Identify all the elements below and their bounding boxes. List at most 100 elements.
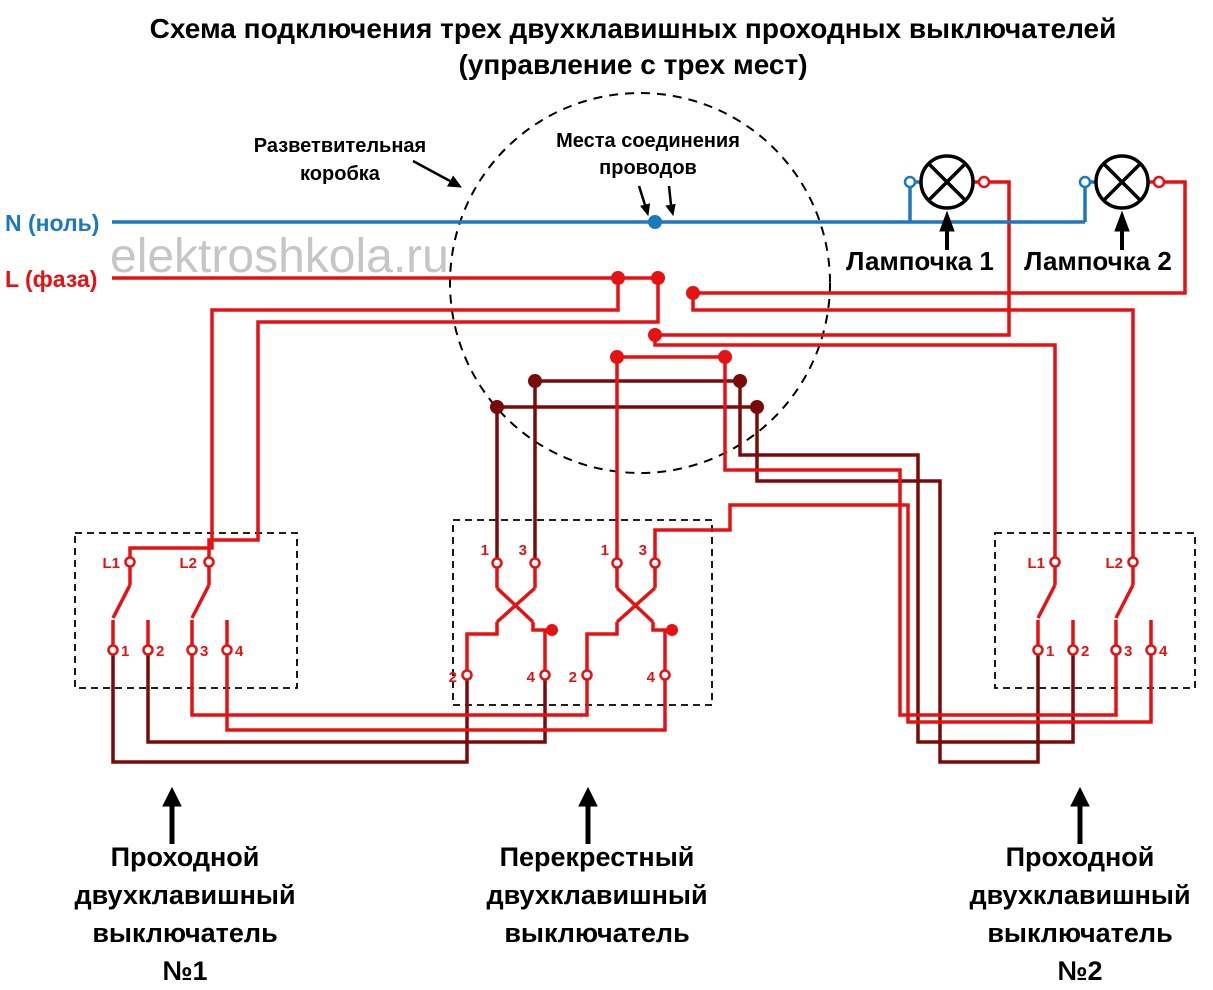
xsA-label-1: 1 bbox=[481, 542, 489, 559]
s1-label-4: 4 bbox=[235, 643, 244, 660]
s2-label-1: 1 bbox=[1046, 643, 1054, 660]
dark-splice-dots bbox=[490, 374, 764, 414]
xsB-terminal-1 bbox=[611, 557, 623, 569]
s2-terminal-1 bbox=[1032, 644, 1044, 656]
wire-s1c2-to-xsA4 bbox=[146, 650, 547, 744]
terminal-labels: L1 L2 1 2 3 4 L1 L2 1 2 3 4 1 3 1 3 2 4 … bbox=[102, 542, 1168, 686]
s1-label-3: 3 bbox=[200, 643, 208, 660]
xsA-junction-dot bbox=[546, 624, 558, 636]
s1-label-L1: L1 bbox=[102, 555, 120, 572]
s1-label-L2: L2 bbox=[179, 555, 197, 572]
s1-terminal-2 bbox=[142, 644, 154, 656]
splice-dot bbox=[718, 350, 732, 364]
xsB-drop-left bbox=[585, 622, 619, 671]
s1-terminal-3 bbox=[186, 644, 198, 656]
xsB-label-1: 1 bbox=[601, 542, 609, 559]
lamp1-neutral-terminal bbox=[903, 175, 917, 189]
lamp1-cross-b bbox=[927, 162, 967, 202]
splice-dot bbox=[610, 350, 624, 364]
s2-label-3: 3 bbox=[1124, 643, 1132, 660]
xsB-label-3: 3 bbox=[639, 542, 647, 559]
splice-dot bbox=[648, 328, 662, 342]
neutral-wire-group bbox=[112, 175, 1096, 224]
annotation-arrows bbox=[162, 159, 1130, 844]
switch2-label-arrow-head bbox=[1070, 786, 1090, 807]
junction-box-arrow-head bbox=[446, 175, 463, 188]
xsA-terminal-1 bbox=[491, 557, 503, 569]
junction-box-circle bbox=[449, 92, 831, 474]
lamp1-label-arrow-head bbox=[939, 210, 955, 232]
switch1-caption-line4: №1 bbox=[162, 956, 207, 986]
wire-xsB1-to-s2c3 bbox=[615, 355, 1118, 717]
lamp2-icon bbox=[1094, 154, 1150, 210]
junction-box-label-line1: Разветвительная bbox=[254, 135, 426, 157]
lamp2-label-arrow-head bbox=[1114, 210, 1130, 232]
lamp2-label: Лампочка 2 bbox=[1024, 246, 1172, 276]
s2-label-L1: L1 bbox=[1027, 555, 1045, 572]
s1-label-2: 2 bbox=[156, 643, 164, 660]
s1-terminal-1 bbox=[107, 644, 119, 656]
diagram-title-line2: (управление с трех мест) bbox=[458, 49, 807, 80]
xsA-drop-left bbox=[465, 622, 499, 671]
switch1-caption-line1: Проходной bbox=[111, 842, 260, 872]
wire-s2-L1-to-splice bbox=[653, 335, 1057, 558]
connection-points-label-line1: Места соединения bbox=[556, 130, 740, 152]
s2-terminal-2 bbox=[1067, 644, 1079, 656]
phase-feeder-label: L (фаза) bbox=[5, 266, 97, 292]
s1-label-1: 1 bbox=[121, 643, 129, 660]
splice-dot-dark bbox=[750, 400, 764, 414]
xsA-label-4: 4 bbox=[527, 669, 536, 686]
xsA-terminal-3 bbox=[529, 557, 541, 569]
cross-caption-line2: двухклавишный bbox=[486, 880, 707, 910]
lamp2-cross-b bbox=[1102, 162, 1142, 202]
s2-label-4: 4 bbox=[1159, 643, 1168, 660]
switch1-label-arrow-head bbox=[162, 786, 182, 807]
lamp2-neutral-terminal bbox=[1078, 175, 1092, 189]
splice-dot-dark bbox=[490, 400, 504, 414]
connection-arrow2-head bbox=[665, 203, 676, 217]
s2-terminal-L2 bbox=[1127, 556, 1139, 568]
xsB-lever2 bbox=[615, 586, 657, 624]
phase-splice-dots bbox=[546, 271, 732, 636]
switch2-caption-line1: Проходной bbox=[1006, 842, 1155, 872]
xsA-label-2: 2 bbox=[449, 669, 457, 686]
wire-xsA3-to-s2c2 bbox=[533, 379, 1075, 744]
device-captions: Проходной двухклавишный выключатель №1 П… bbox=[74, 842, 1190, 986]
xsA-terminal-2 bbox=[461, 669, 473, 681]
s2-terminal-4 bbox=[1145, 644, 1157, 656]
neutral-splice-dot bbox=[648, 215, 662, 229]
splice-dot bbox=[651, 271, 665, 285]
xsB-label-2: 2 bbox=[569, 669, 577, 686]
xsB-terminal-4 bbox=[659, 669, 671, 681]
wire-s1c4-to-xsB4 bbox=[225, 650, 667, 732]
s2-key2-lever bbox=[1114, 584, 1135, 619]
xsB-terminal-3 bbox=[649, 557, 661, 569]
cross-caption-line3: выключатель bbox=[504, 918, 689, 948]
switch1-box bbox=[74, 532, 298, 689]
s2-label-L2: L2 bbox=[1105, 555, 1123, 572]
s2-terminal-3 bbox=[1110, 644, 1122, 656]
cross-caption-line1: Перекрестный bbox=[500, 842, 695, 872]
diagram-title-line1: Схема подключения трех двухклавишных про… bbox=[150, 13, 1117, 44]
splice-dot-dark bbox=[528, 374, 542, 388]
junction-box-arrow-shaft bbox=[412, 159, 451, 183]
xsA-lever2 bbox=[495, 586, 537, 624]
wire-s2-L2-to-splice bbox=[691, 293, 1135, 558]
s1-terminal-L1 bbox=[124, 556, 136, 568]
lamp1-phase-terminal bbox=[977, 175, 991, 189]
splice-dot-dark bbox=[733, 374, 747, 388]
xsB-label-4: 4 bbox=[647, 669, 656, 686]
xsA-terminal-4 bbox=[539, 669, 551, 681]
cross-label-arrow-head bbox=[578, 786, 598, 807]
lamp2-phase-terminal bbox=[1152, 175, 1166, 189]
terminal-group bbox=[107, 175, 1166, 681]
xsB-junction-dot bbox=[666, 624, 678, 636]
wire-s1c1-to-xsA2 bbox=[111, 650, 469, 764]
wire-lamp1-phase bbox=[655, 180, 1011, 337]
s2-key1-lever bbox=[1036, 584, 1057, 619]
s2-terminal-L1 bbox=[1049, 556, 1061, 568]
wire-lamp2-phase bbox=[693, 180, 1187, 295]
switch2-caption-line4: №2 bbox=[1057, 956, 1102, 986]
